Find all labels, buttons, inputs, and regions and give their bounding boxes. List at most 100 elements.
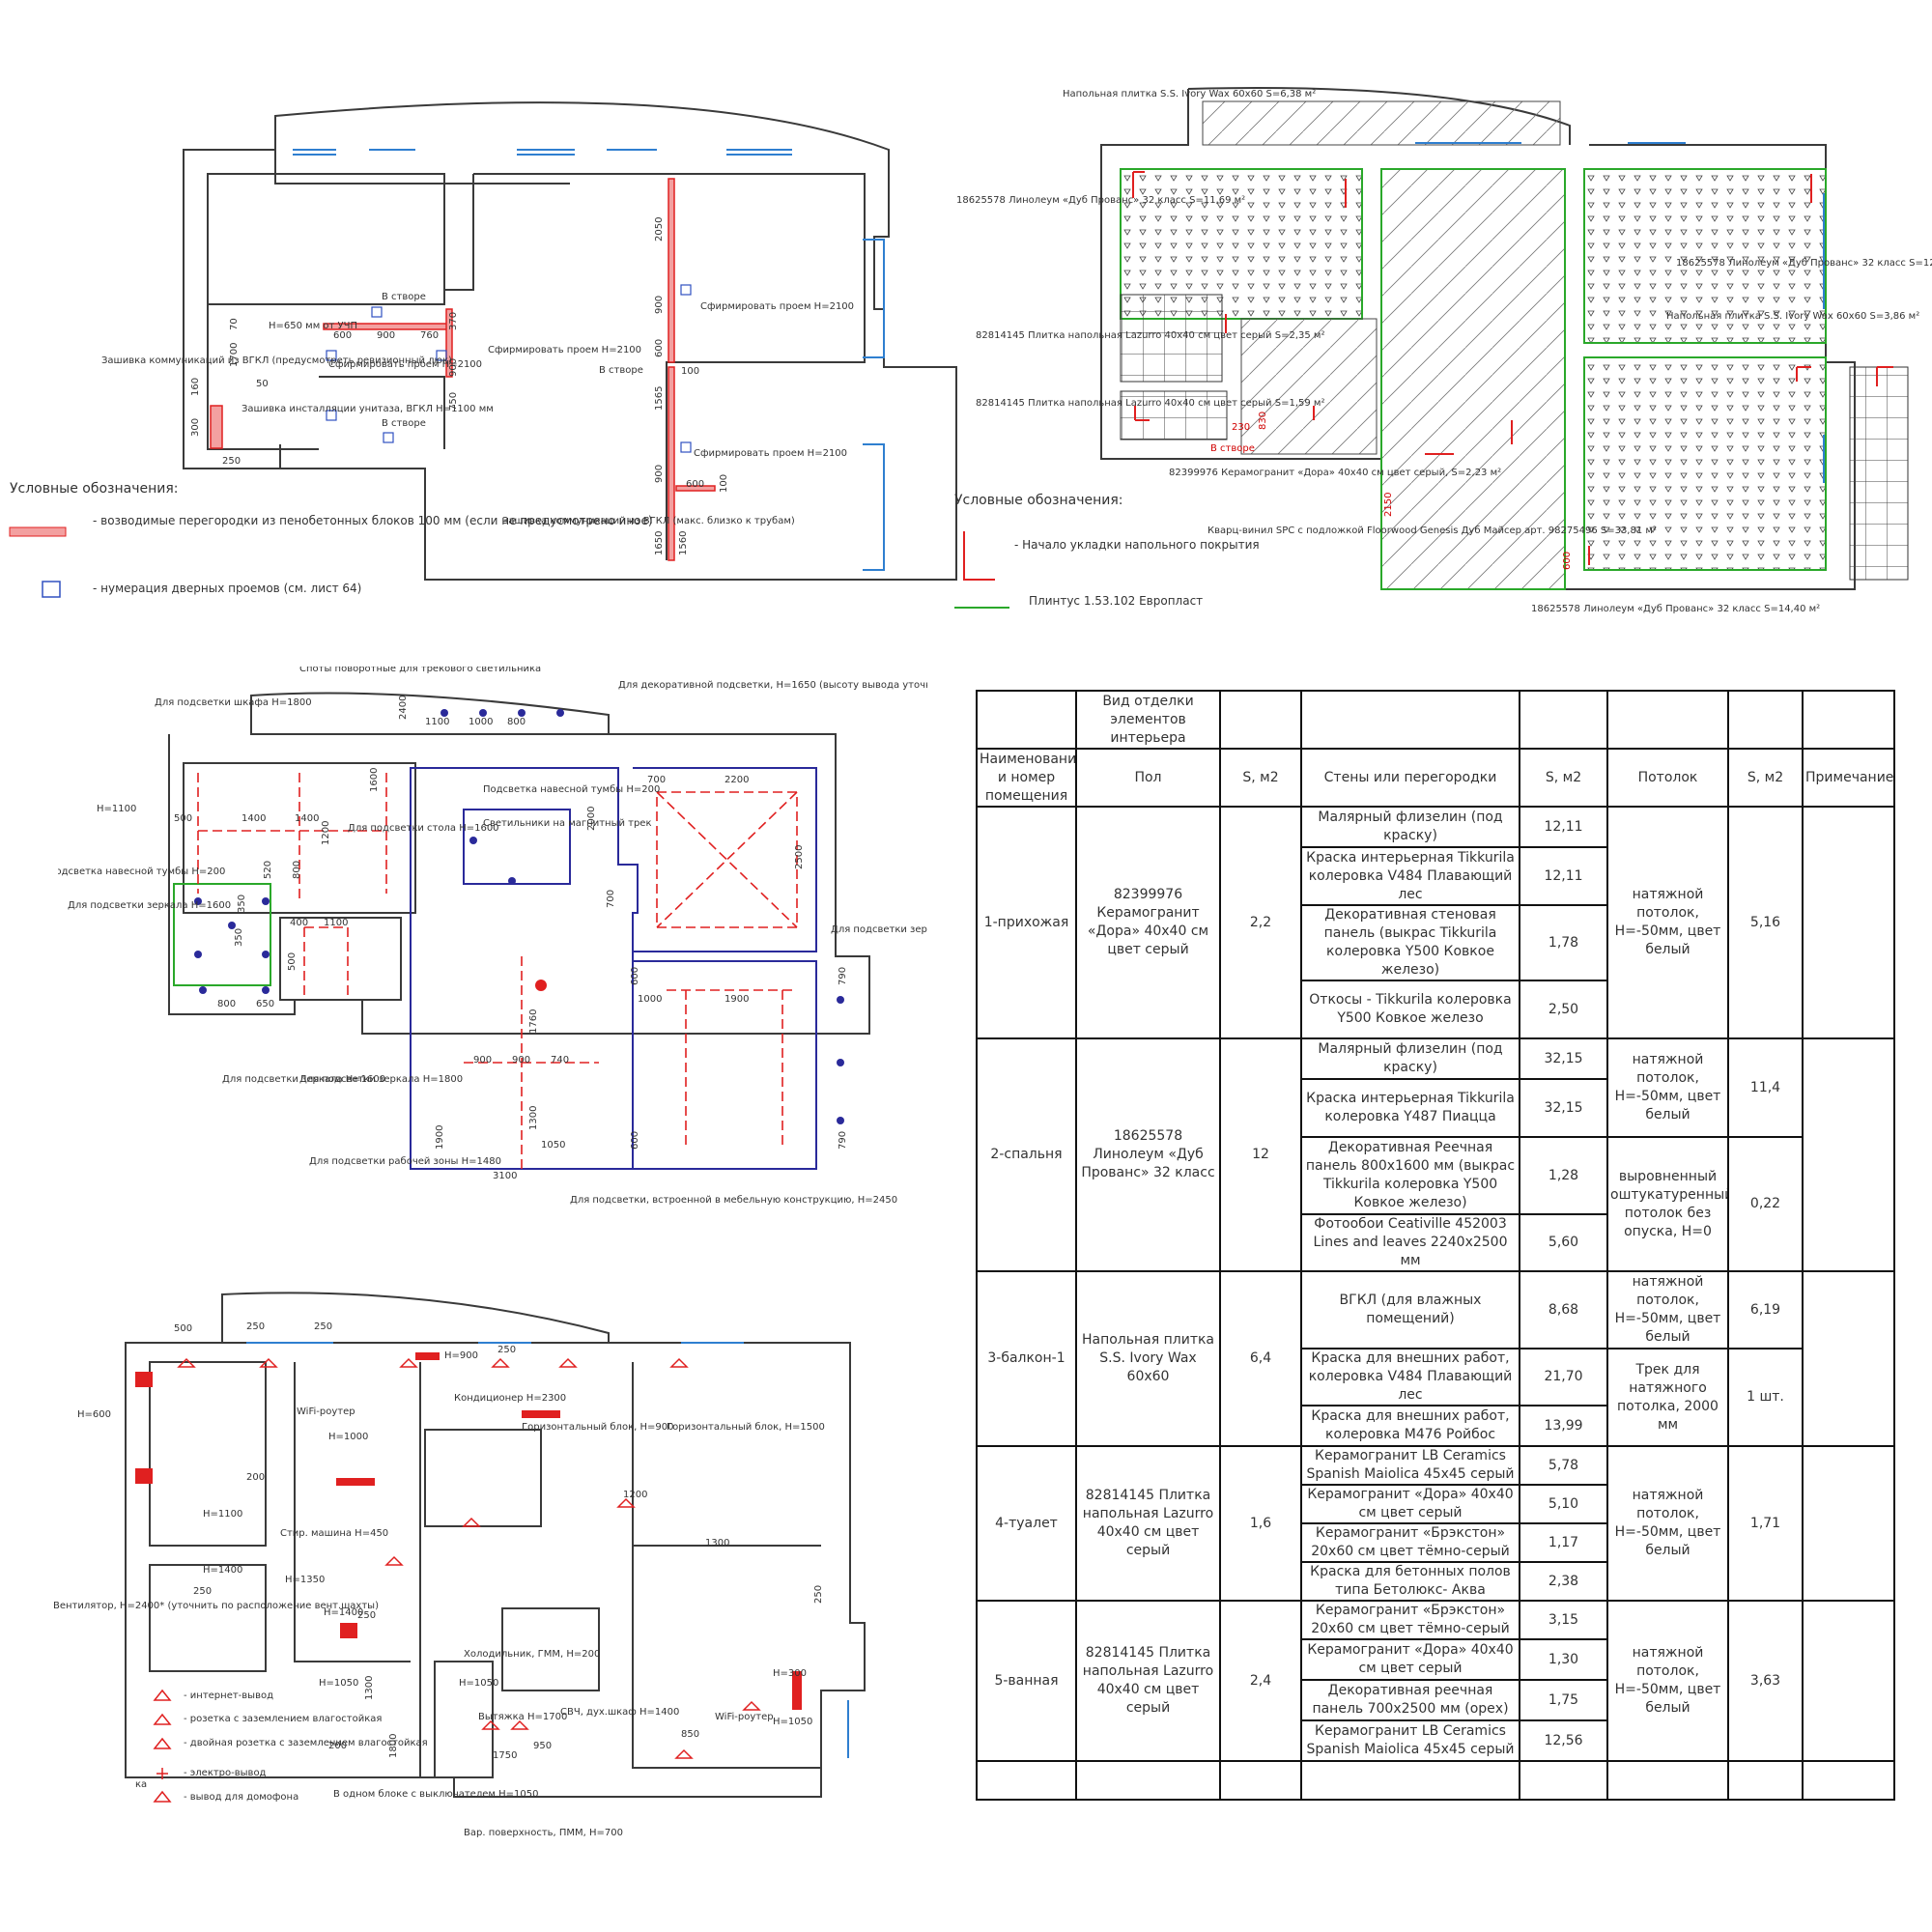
label-linoleum: 18625578 Линолеум «Дуб Прованс» 32 класс… bbox=[1676, 258, 1932, 269]
dimension-label: 500 bbox=[287, 952, 298, 971]
cell-wall: Краска для внешних работ, колеровка M476… bbox=[1300, 1405, 1520, 1447]
dimension-label: 1750 bbox=[493, 1750, 517, 1761]
cell-wall: Керамогранит «Дора» 40x40 см цвет серый bbox=[1300, 1484, 1520, 1524]
label-zerkalo: Для подсветки зеркала H=1800 bbox=[299, 1074, 463, 1085]
legend-item: - возводимые перегородки из пенобетонных… bbox=[93, 514, 653, 527]
cell-s: 11,4 bbox=[1727, 1037, 1804, 1138]
dimension-label: 1300 bbox=[528, 1106, 539, 1130]
cell-note bbox=[1802, 1600, 1895, 1762]
dimension-label: 800 bbox=[217, 999, 236, 1009]
dimension-label: 750 bbox=[448, 392, 459, 411]
cell-s: 2,2 bbox=[1219, 806, 1302, 1039]
cell-ceiling: натяжной потолок, H=-50мм, цвет белый bbox=[1606, 1270, 1729, 1350]
dimension-label: 1760 bbox=[528, 1009, 539, 1034]
cell-wall: Малярный флизелин (под краску) bbox=[1300, 806, 1520, 848]
cell-s: 5,60 bbox=[1519, 1213, 1608, 1272]
dimension-label: 1100 bbox=[324, 918, 348, 928]
legend-item: - двойная розетка с заземлением влагосто… bbox=[184, 1738, 428, 1748]
label-h1050: H=1050 bbox=[319, 1678, 358, 1689]
legend-door-swatch bbox=[42, 581, 61, 598]
cell-note bbox=[1802, 1037, 1895, 1272]
cell-s: 2,38 bbox=[1519, 1561, 1608, 1602]
dimension-label: 200 bbox=[246, 1472, 265, 1483]
dimension-label: 950 bbox=[533, 1741, 552, 1751]
cell-wall: Краска интерьерная Tikkurila колеровка Y… bbox=[1300, 1078, 1520, 1138]
cell-wall: Декоративная стеновая панель (выкрас Tik… bbox=[1300, 904, 1520, 981]
header-s: S, м2 bbox=[1519, 748, 1608, 808]
cell-s: 0,22 bbox=[1727, 1136, 1804, 1272]
header-room: Наименование и номер помещения bbox=[976, 748, 1077, 808]
label-sfrez: Сфирмировать проем H=2100 bbox=[700, 301, 854, 312]
dimension-label: 50 bbox=[256, 379, 269, 389]
dimension-label: 1900 bbox=[435, 1125, 445, 1150]
cell-s: 1,78 bbox=[1519, 904, 1608, 981]
label-h1050: H=1050 bbox=[459, 1678, 498, 1689]
dimension-label: 250 bbox=[314, 1321, 332, 1332]
label-h650: H=650 мм от УЧП bbox=[269, 321, 357, 331]
cell-room: 4-туалет bbox=[976, 1445, 1077, 1602]
label-h300: H=300 bbox=[773, 1668, 807, 1679]
header-floor: Пол bbox=[1075, 748, 1221, 808]
cell-s: 1,6 bbox=[1219, 1445, 1302, 1602]
cell-s: 3,63 bbox=[1727, 1600, 1804, 1762]
dimension-label: 600 bbox=[686, 479, 704, 490]
dimension-label: 160 bbox=[190, 378, 201, 396]
cell-ceiling: Трек для натяжного потолка, 2000 мм bbox=[1606, 1348, 1729, 1447]
header-empty bbox=[976, 690, 1077, 750]
label-h1000: H=1000 bbox=[328, 1432, 368, 1442]
header-s: S, м2 bbox=[1727, 748, 1804, 808]
cell-s: 12 bbox=[1219, 1037, 1302, 1272]
cell-s: 1 шт. bbox=[1727, 1348, 1804, 1447]
cell-s: 6,4 bbox=[1219, 1270, 1302, 1447]
label-decor: Для декоративной подсветки, H=1650 (высо… bbox=[618, 680, 927, 691]
cell-room: 1-прихожая bbox=[976, 806, 1077, 1039]
dimension-label: 800 bbox=[292, 861, 302, 879]
cell-s: 8,68 bbox=[1519, 1270, 1608, 1350]
label-tumba: Подсветка навесной тумбы H=200 bbox=[58, 867, 225, 877]
dimension-label: 2150 bbox=[1383, 493, 1394, 517]
legend-item: - Начало укладки напольного покрытия bbox=[1014, 538, 1260, 552]
socket-icon bbox=[153, 1713, 172, 1725]
dimension-label: 1200 bbox=[321, 821, 331, 845]
double-socket-icon bbox=[153, 1737, 172, 1749]
label-h1050: H=1050 bbox=[773, 1717, 812, 1727]
header-note: Примечание bbox=[1802, 748, 1895, 808]
label-svch: СВЧ, дух.шкаф H=1400 bbox=[560, 1707, 679, 1718]
label-odin: В одном блоке с выключателем H=1050 bbox=[333, 1789, 538, 1800]
cell-wall: Краска интерьерная Tikkurila колеровка V… bbox=[1300, 846, 1520, 906]
dimension-label: 70 bbox=[229, 318, 240, 330]
header-walls: Стены или перегородки bbox=[1300, 748, 1520, 808]
dimension-label: 230 bbox=[1232, 422, 1250, 433]
label-h1400: H=1400 bbox=[324, 1607, 363, 1618]
dimension-label: 1700 bbox=[229, 343, 240, 367]
cell-s: 2,50 bbox=[1519, 980, 1608, 1039]
dimension-label: 350 bbox=[237, 895, 247, 913]
dimension-label: 300 bbox=[190, 418, 201, 437]
cell-ceiling: натяжной потолок, H=-50мм, цвет белый bbox=[1606, 1037, 1729, 1138]
cell-s: 12,11 bbox=[1519, 846, 1608, 906]
plan-electrical: H=600 H=900 WiFi-роутер H=1000 Кондицион… bbox=[53, 1292, 866, 1838]
label-linoleum: 18625578 Линолеум «Дуб Прованс» 32 класс… bbox=[956, 195, 1245, 206]
cell-s: 5,16 bbox=[1727, 806, 1804, 1039]
cell-wall: Декоративная реечная панель 700x2500 мм … bbox=[1300, 1679, 1520, 1721]
legend-item: - вывод для домофона bbox=[184, 1792, 298, 1803]
cell-s: 32,15 bbox=[1519, 1078, 1608, 1138]
dimension-label: 1100 bbox=[425, 717, 449, 727]
label-kerama-dora: 82399976 Керамогранит «Дора» 40x40 см цв… bbox=[1169, 468, 1501, 478]
internet-outlet-icon bbox=[153, 1689, 172, 1701]
dimension-label: 790 bbox=[838, 967, 848, 985]
header-s: S, м2 bbox=[1219, 748, 1302, 808]
dimension-label: 900 bbox=[377, 330, 395, 341]
cell-s: 3,15 bbox=[1519, 1600, 1608, 1640]
label-wifi: WiFi-роутер bbox=[297, 1406, 355, 1417]
plan-flooring: Напольная плитка S.S. Ivory Wax 60x60 S=… bbox=[954, 87, 1932, 614]
dimension-label: 650 bbox=[256, 999, 274, 1009]
label-var: Вар. поверхность, ПММ, H=700 bbox=[464, 1828, 623, 1838]
dimension-label: 790 bbox=[838, 1131, 848, 1150]
dimension-label: 500 bbox=[174, 1323, 192, 1334]
label-tile-lazurro: 82814145 Плитка напольная Lazurro 40x40 … bbox=[976, 398, 1324, 409]
dimension-label: 800 bbox=[507, 717, 526, 727]
